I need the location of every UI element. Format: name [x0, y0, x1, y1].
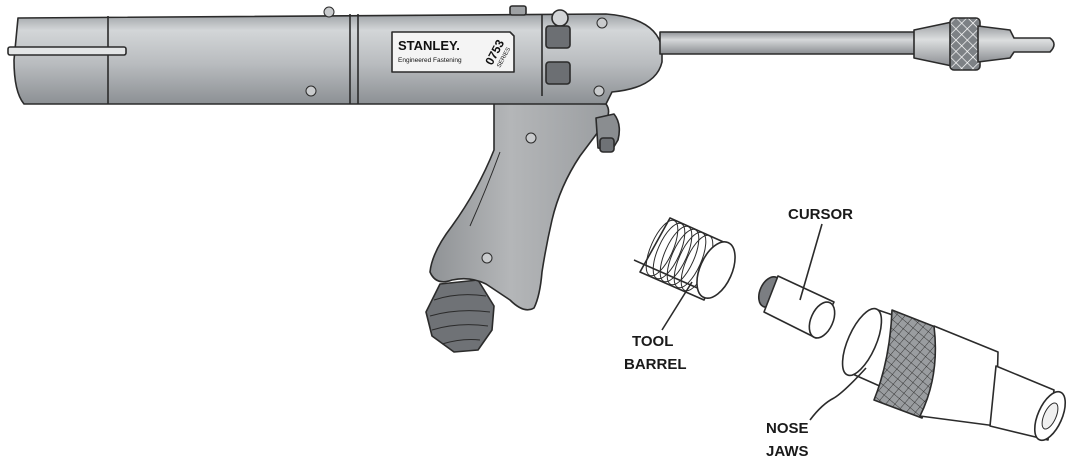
- body-screw-2: [305, 85, 317, 97]
- end-cap-slot: [7, 46, 127, 56]
- tool-barrel-leader: [661, 281, 693, 331]
- nose-tip: [977, 25, 1055, 63]
- cursor-leader: [799, 223, 823, 301]
- brand-name: STANLEY.: [398, 38, 460, 53]
- trigger: [595, 113, 621, 153]
- body-screw-5: [593, 85, 605, 97]
- rivet-tool: STANLEY. Engineered Fastening 0753 SERIE…: [7, 5, 1055, 353]
- nose-collar: [913, 21, 953, 67]
- body-screw-3: [551, 9, 569, 27]
- tool-barrel-label-line2: BARREL: [624, 356, 687, 373]
- top-valve: [509, 5, 527, 16]
- tool-barrel-part: [633, 217, 736, 301]
- cursor-part: [757, 275, 836, 339]
- extension-rod: [659, 31, 919, 55]
- cursor-label: CURSOR: [788, 206, 853, 223]
- pistol-grip: [429, 99, 610, 311]
- tool-barrel-threads: [645, 219, 714, 292]
- tool-barrel-label-line1: TOOL: [632, 333, 673, 350]
- body-screw-4: [596, 17, 608, 29]
- grip-screw-upper: [525, 132, 537, 144]
- grip-screw-lower: [481, 252, 493, 264]
- body-screw-1: [323, 6, 335, 18]
- knurled-nut: [949, 17, 981, 71]
- nose-jaws-label-line2: JAWS: [766, 443, 809, 460]
- brand-tagline: Engineered Fastening: [398, 57, 462, 64]
- nose-jaws-label-line1: NOSE: [766, 420, 809, 437]
- side-knob-upper: [545, 25, 571, 49]
- air-hose-fitting: [425, 279, 495, 353]
- nose-jaws-leader: [809, 367, 867, 421]
- side-knob-lower: [545, 61, 571, 85]
- nose-jaws-part: [841, 307, 1067, 442]
- brand-label: STANLEY. Engineered Fastening 0753 SERIE…: [391, 31, 515, 73]
